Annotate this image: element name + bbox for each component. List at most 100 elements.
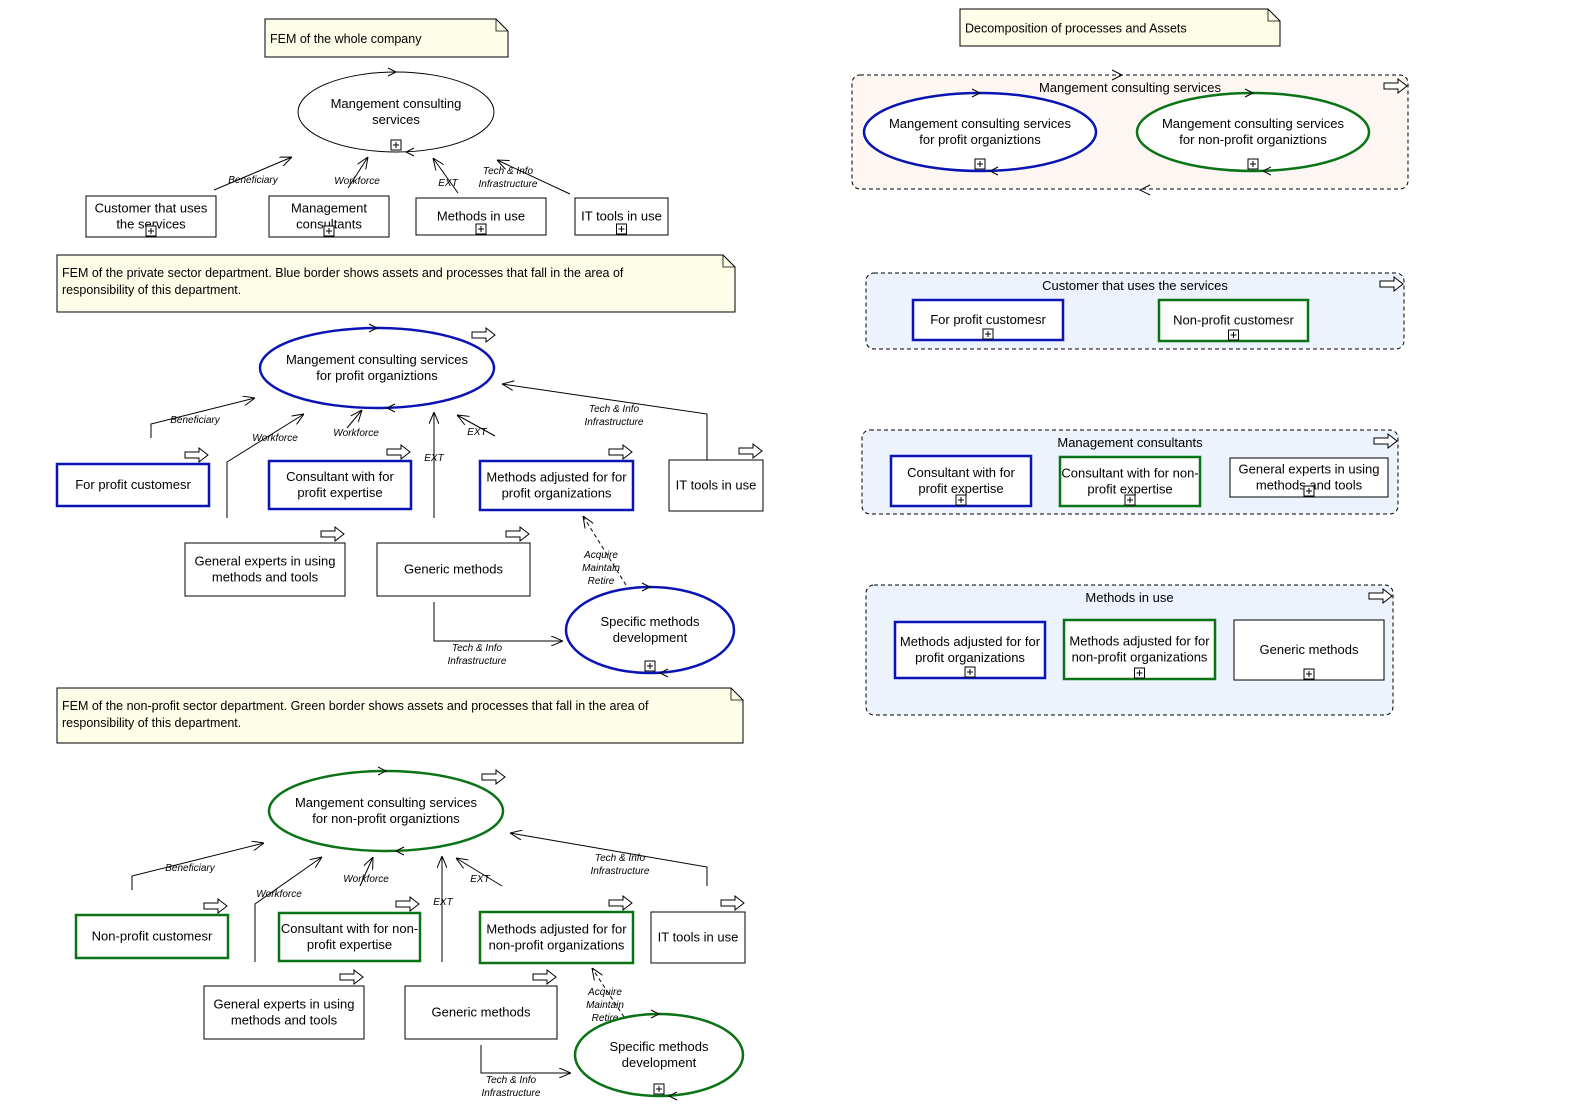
relation-label: Workforce: [334, 176, 380, 187]
hollow-right-arrow-icon[interactable]: [505, 525, 530, 543]
relation-label: Infrastructure: [585, 417, 644, 428]
plus-in-box-icon[interactable]: [145, 225, 157, 237]
process-mcs-profit-label-line: for profit organiztions: [316, 368, 438, 383]
hollow-right-arrow-icon[interactable]: [395, 895, 420, 913]
plus-in-box-icon[interactable]: [644, 660, 656, 672]
asset-methods-nonprofit[interactable]: [478, 910, 635, 965]
hollow-right-arrow-icon[interactable]: [608, 443, 633, 461]
asset-general-experts-nonprofit[interactable]: [203, 985, 365, 1040]
asset-nonprofit-customer[interactable]: [74, 913, 230, 960]
plus-in-box-icon[interactable]: [653, 1083, 665, 1095]
hollow-right-arrow-icon[interactable]: [738, 442, 763, 460]
process-mcs-nonprofit-label-line: Mangement consulting services: [295, 795, 478, 810]
relation-arrow: [347, 157, 368, 189]
hollow-right-arrow-icon[interactable]: [720, 894, 745, 912]
relation-label: Acquire: [587, 987, 622, 998]
process-specific-methods-nonprofit-label-line: development: [622, 1055, 697, 1070]
hollow-right-arrow-icon[interactable]: [320, 525, 345, 543]
asset-it-tools-profit-label: IT tools in use: [676, 478, 757, 493]
note-nonprofit-sector-text: FEM of the non-profit sector department.…: [62, 699, 649, 713]
plus-in-box-icon[interactable]: [1303, 668, 1315, 680]
asset-consultant-nonprofit[interactable]: [277, 911, 422, 963]
plus-in-box-icon[interactable]: [964, 666, 976, 678]
decomp-consultant-nonprofit-label: Consultant with for non-profit expertise: [1061, 466, 1198, 497]
hollow-right-arrow-icon[interactable]: [471, 326, 496, 344]
decomp-consultant-profit-label-line: profit expertise: [918, 481, 1003, 496]
relation-label: Infrastructure: [591, 866, 650, 877]
asset-methods-nonprofit-label-line: non-profit organizations: [489, 938, 625, 953]
asset-for-profit-customer[interactable]: [55, 462, 211, 508]
asset-it-tools-profit[interactable]: [668, 459, 764, 512]
decomp-process-mcs-nonprofit[interactable]: [1135, 88, 1371, 176]
group-mgmt-consultants-title: Management consultants: [1057, 435, 1203, 450]
note-private-sector-text: responsibility of this department.: [62, 283, 241, 297]
plus-in-box-icon[interactable]: [974, 158, 986, 170]
relation-label: EXT: [438, 178, 458, 189]
hollow-right-arrow-icon[interactable]: [184, 446, 209, 464]
decomp-methods-nonprofit-label-line: Methods adjusted for for: [1069, 634, 1210, 649]
process-mgmt-consulting[interactable]: [297, 67, 495, 157]
plus-in-box-icon[interactable]: [1228, 329, 1239, 341]
hollow-right-arrow-icon[interactable]: [1368, 587, 1393, 605]
note-whole-company: FEM of the whole company: [264, 18, 509, 58]
decomp-for-profit-customer-label: For profit customesr: [930, 312, 1046, 327]
asset-generic-methods-nonprofit[interactable]: [404, 985, 558, 1040]
relation-label: Tech & Info: [486, 1075, 537, 1086]
plus-in-box-icon[interactable]: [1303, 485, 1315, 497]
process-mcs-profit[interactable]: [258, 323, 496, 413]
decomp-process-mcs-profit[interactable]: [862, 88, 1098, 176]
hollow-right-arrow-icon[interactable]: [386, 443, 411, 461]
hollow-right-arrow-icon[interactable]: [608, 894, 633, 912]
plus-in-box-icon[interactable]: [1247, 158, 1259, 170]
plus-in-box-icon[interactable]: [475, 223, 487, 235]
hollow-right-arrow-icon[interactable]: [532, 968, 557, 986]
hollow-right-arrow-icon[interactable]: [339, 968, 364, 986]
decomp-process-mcs-profit-label-line: Mangement consulting services: [889, 116, 1072, 131]
plus-in-box-icon[interactable]: [982, 328, 994, 340]
hollow-right-arrow-icon[interactable]: [481, 768, 506, 786]
asset-generic-methods-profit-label: Generic methods: [404, 562, 503, 577]
relation-label: Retire: [588, 576, 615, 587]
asset-generic-methods-profit[interactable]: [376, 542, 531, 597]
plus-in-box-icon[interactable]: [390, 139, 402, 151]
process-specific-methods-profit[interactable]: [564, 582, 736, 678]
decomp-generic-methods-label-line: Generic methods: [1260, 642, 1359, 657]
hollow-right-arrow-icon[interactable]: [1373, 432, 1398, 450]
asset-mgmt-consultants-label-line: consultants: [296, 217, 362, 232]
relation-arrow: [254, 857, 322, 962]
hollow-right-arrow-icon[interactable]: [1383, 77, 1408, 95]
process-mcs-nonprofit[interactable]: [267, 766, 505, 856]
asset-methods-nonprofit-label-line: Methods adjusted for for: [486, 922, 627, 937]
plus-in-box-icon[interactable]: [1134, 667, 1145, 679]
note-nonprofit-sector: FEM of the non-profit sector department.…: [56, 687, 744, 744]
decomp-for-profit-customer[interactable]: [911, 298, 1065, 342]
relation-label: Beneficiary: [170, 415, 220, 426]
plus-in-box-icon[interactable]: [955, 494, 967, 506]
plus-in-box-icon[interactable]: [616, 223, 627, 235]
hollow-right-arrow-icon[interactable]: [1379, 275, 1404, 293]
group-customers-title: Customer that uses the services: [1042, 278, 1228, 293]
asset-for-profit-customer-label: For profit customesr: [75, 477, 191, 492]
asset-methods-in-use-label-line: Methods in use: [437, 209, 525, 224]
plus-in-box-icon[interactable]: [1124, 494, 1136, 506]
asset-it-tools-nonprofit[interactable]: [650, 911, 746, 964]
asset-methods-profit-label-line: Methods adjusted for for: [486, 470, 627, 485]
asset-general-experts-profit[interactable]: [184, 542, 346, 597]
asset-methods-profit[interactable]: [478, 459, 635, 512]
process-specific-methods-nonprofit[interactable]: [573, 1009, 745, 1101]
asset-it-tools-profit-label-line: IT tools in use: [676, 478, 757, 493]
plus-in-box-icon[interactable]: [323, 225, 335, 237]
note-private-sector-text: FEM of the private sector department. Bl…: [62, 266, 624, 280]
hollow-right-arrow-icon[interactable]: [203, 897, 228, 915]
asset-consultant-profit[interactable]: [267, 459, 413, 511]
decomp-consultant-nonprofit-label-line: profit expertise: [1087, 482, 1172, 497]
relation-label: Workforce: [252, 433, 298, 444]
decomp-process-mcs-profit-label-line: for profit organiztions: [919, 132, 1041, 147]
relation-label: Tech & Info: [595, 853, 646, 864]
